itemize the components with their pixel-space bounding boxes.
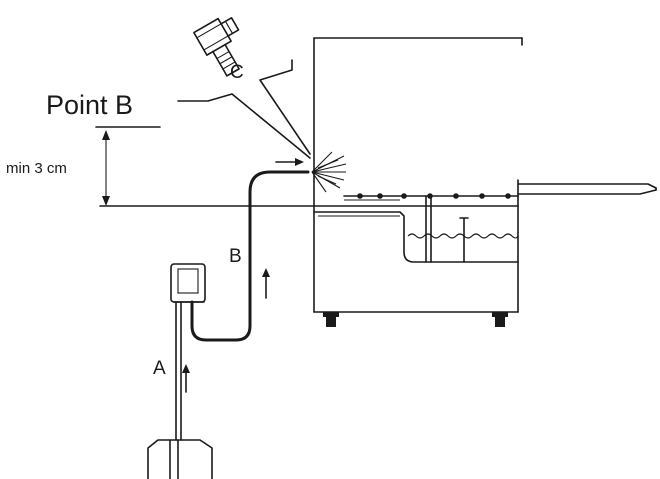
angle-indicator-c: [177, 59, 311, 159]
flow-arrow-top: [275, 158, 304, 166]
exit-table: [517, 183, 657, 195]
spray-icon: [311, 151, 347, 193]
machine-body: [313, 37, 523, 313]
flow-arrow-a: [182, 364, 190, 393]
hose-b: [190, 170, 310, 342]
min-distance-label: min 3 cm: [6, 160, 67, 177]
conveyor: [343, 193, 519, 201]
point-b-label: Point B: [46, 90, 133, 120]
flow-arrow-b: [262, 268, 270, 299]
label-a: A: [153, 358, 166, 379]
supply-pipe-a: [175, 301, 182, 441]
dimension-arrow: [102, 130, 110, 206]
pump: [170, 263, 206, 303]
label-c: C: [230, 62, 244, 83]
nozzle-icon: [193, 17, 240, 77]
machine-feet: [323, 312, 508, 327]
water-container: [147, 439, 213, 479]
label-b: B: [229, 246, 242, 267]
